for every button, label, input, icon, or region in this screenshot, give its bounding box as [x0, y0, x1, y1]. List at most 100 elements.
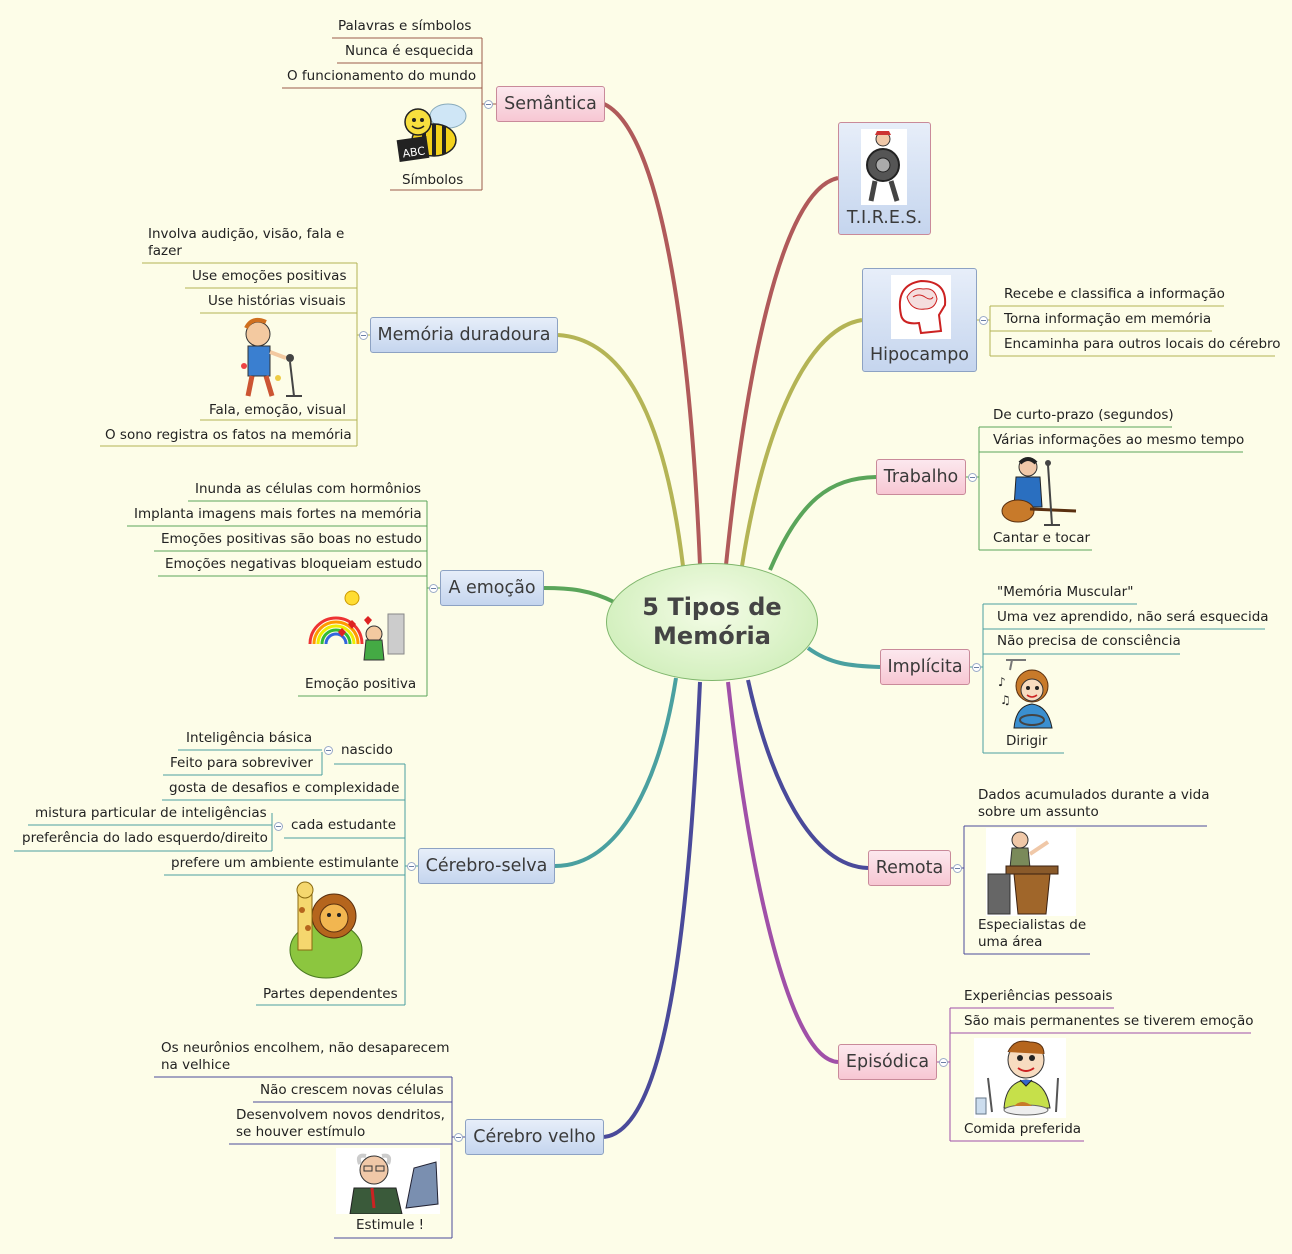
topic-cerebro-selva[interactable]: Cérebro-selva	[418, 848, 555, 884]
branch-curve-remota	[746, 679, 869, 870]
collapse-toggle-duradoura[interactable]	[359, 331, 368, 340]
man-tire-icon	[861, 129, 907, 205]
topic-hipocampo[interactable]: Hipocampo	[862, 268, 977, 372]
emocao-item-1: Inunda as células com hormônios	[195, 481, 422, 497]
collapse-toggle-remota[interactable]	[953, 864, 962, 873]
collapse-toggle-emocao[interactable]	[429, 584, 438, 593]
duradoura-item-1: Involva audição, visão, fala e fazer	[148, 226, 345, 259]
collapse-toggle-implicita[interactable]	[972, 663, 981, 672]
implicita-item-2: Uma vez aprendido, não será esquecida	[997, 609, 1269, 625]
driver-icon: ♪ ♫	[998, 659, 1053, 729]
episodica-image-caption: Comida preferida	[964, 1121, 1082, 1137]
emocao-item-3: Emoções positivas são boas no estudo	[161, 531, 422, 547]
semantica-item-2: Nunca é esquecida	[345, 43, 474, 59]
remota-image-caption: Especialistas de uma área	[978, 917, 1087, 950]
topic-memoria-duradoura[interactable]: Memória duradoura	[370, 317, 558, 353]
topic-tires-label: T.I.R.E.S.	[846, 208, 923, 228]
old-man-computer-icon	[336, 1148, 440, 1214]
selva-item-desafios: gosta de desafios e complexidade	[169, 780, 400, 796]
episodica-item-1: Experiências pessoais	[964, 988, 1113, 1004]
branch-curve-emocao	[543, 586, 615, 604]
branch-curve-velho	[603, 681, 702, 1139]
branch-curve-selva	[554, 677, 678, 868]
topic-hipocampo-label: Hipocampo	[869, 345, 970, 365]
branch-curve-implicita	[806, 646, 881, 669]
collapse-toggle-hipocampo[interactable]	[979, 316, 988, 325]
guitar-player-icon	[1001, 457, 1077, 526]
topic-implicita-label: Implícita	[887, 657, 963, 677]
duradoura-item-3: Use histórias visuais	[208, 293, 346, 309]
cada-estudante-item-1: mistura particular de inteligências	[35, 805, 267, 821]
topic-semantica-label: Semântica	[504, 94, 597, 114]
topic-emocao-label: A emoção	[448, 578, 536, 598]
velho-image-caption: Estimule !	[356, 1217, 425, 1233]
hipocampo-item-2: Torna informação em memória	[1004, 311, 1212, 327]
implicita-item-3: Não precisa de consciência	[997, 633, 1181, 649]
topic-cerebro-velho[interactable]: Cérebro velho	[465, 1119, 604, 1155]
semantica-item-1: Palavras e símbolos	[338, 18, 472, 34]
hearts-rainbow-icon	[308, 590, 405, 661]
duradoura-image-caption: Fala, emoção, visual	[209, 402, 347, 418]
topic-remota[interactable]: Remota	[868, 850, 951, 886]
hipocampo-item-3: Encaminha para outros locais do cérebro	[1004, 336, 1281, 352]
semantica-image-caption: Símbolos	[402, 172, 464, 188]
topic-trabalho-label: Trabalho	[883, 467, 959, 487]
central-topic[interactable]: 5 Tipos de Memória	[606, 563, 818, 681]
collapse-toggle-velho[interactable]	[454, 1133, 463, 1142]
duradoura-item-2: Use emoções positivas	[192, 268, 347, 284]
collapse-toggle-trabalho[interactable]	[968, 473, 977, 482]
lecturer-podium-icon	[986, 828, 1076, 916]
collapse-toggle-cada-estudante[interactable]	[274, 822, 283, 831]
remota-item-1: Dados acumulados durante a vida sobre um…	[978, 787, 1210, 820]
svg-text:ABC: ABC	[402, 144, 426, 160]
topic-selva-label: Cérebro-selva	[425, 856, 548, 876]
collapse-toggle-nascido[interactable]	[324, 746, 333, 755]
semantica-item-3: O funcionamento do mundo	[287, 68, 477, 84]
topic-episodica-label: Episódica	[845, 1052, 930, 1072]
hipocampo-item-1: Recebe e classifica a informação	[1004, 286, 1225, 302]
selva-subtopic-cada-estudante: cada estudante	[291, 817, 397, 833]
collapse-toggle-episodica[interactable]	[939, 1058, 948, 1067]
topic-semantica[interactable]: Semântica	[496, 86, 605, 122]
topic-velho-label: Cérebro velho	[473, 1127, 596, 1147]
central-topic-title: 5 Tipos de Memória	[642, 593, 782, 650]
nascido-item-1: Inteligência básica	[186, 730, 313, 746]
branch-curve-hipocampo	[740, 318, 863, 567]
hipocampo-leaf-lines	[977, 305, 1275, 357]
bee-abc-icon: ABC	[396, 103, 467, 162]
branch-curve-trabalho	[768, 475, 877, 571]
velho-item-3: Desenvolvem novos dendritos, se houver e…	[236, 1107, 445, 1140]
implicita-item-1: "Memória Muscular"	[997, 584, 1134, 600]
cada-estudante-item-2: preferência do lado esquerdo/direito	[22, 830, 268, 846]
boy-eating-icon	[974, 1038, 1066, 1118]
episodica-item-2: São mais permanentes se tiverem emoção	[964, 1013, 1254, 1029]
topic-tires[interactable]: T.I.R.E.S.	[838, 122, 931, 235]
topic-trabalho[interactable]: Trabalho	[876, 459, 966, 495]
trabalho-image-caption: Cantar e tocar	[993, 530, 1091, 546]
collapse-toggle-selva[interactable]	[407, 862, 416, 871]
brain-head-icon	[891, 275, 951, 339]
branch-curve-tires	[724, 176, 839, 566]
selva-image-caption: Partes dependentes	[263, 986, 398, 1002]
trabalho-item-2: Várias informações ao mesmo tempo	[993, 432, 1245, 448]
branch-curve-episodica	[726, 681, 839, 1064]
collapse-toggle-semantica[interactable]	[484, 100, 493, 109]
velho-item-1: Os neurônios encolhem, não desaparecem n…	[161, 1040, 450, 1073]
duradoura-item-4: O sono registra os fatos na memória	[105, 427, 352, 443]
emocao-item-2: Implanta imagens mais fortes na memória	[134, 506, 422, 522]
emocao-item-4: Emoções negativas bloqueiam estudo	[165, 556, 423, 572]
implicita-image-caption: Dirigir	[1006, 733, 1048, 749]
topic-implicita[interactable]: Implícita	[880, 649, 970, 685]
svg-text:♪: ♪	[998, 675, 1006, 689]
branch-curve-semantica	[603, 102, 702, 566]
topic-episodica[interactable]: Episódica	[838, 1044, 937, 1080]
selva-subtopic-nascido: nascido	[341, 742, 393, 758]
singer-microphone-icon	[241, 318, 302, 397]
selva-item-ambiente: prefere um ambiente estimulante	[171, 855, 399, 871]
trabalho-item-1: De curto-prazo (segundos)	[993, 407, 1174, 423]
topic-a-emocao[interactable]: A emoção	[440, 570, 544, 606]
topic-duradoura-label: Memória duradoura	[377, 325, 551, 345]
lion-giraffe-icon	[289, 881, 363, 979]
emocao-image-caption: Emoção positiva	[305, 676, 417, 692]
